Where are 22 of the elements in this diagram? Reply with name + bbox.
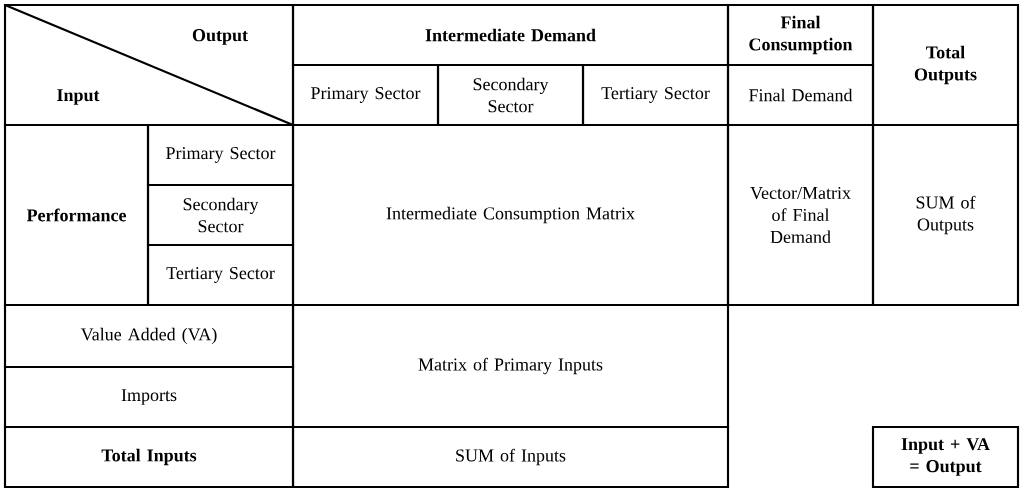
table-cell: Intermediate Consumption Matrix	[291, 123, 730, 307]
table-cell: Secondary Sector	[436, 63, 585, 127]
table-cell: Tertiary Sector	[581, 63, 730, 127]
table-cell: Intermediate Demand	[291, 3, 730, 67]
table-cell: Output	[192, 29, 248, 45]
table-cell: Secondary Sector	[146, 183, 295, 247]
table-cell: Performance	[3, 123, 150, 307]
table-cell: Input	[57, 89, 100, 105]
table-cell: SUM of Inputs	[291, 425, 730, 489]
table-cell: Primary Sector	[291, 63, 440, 127]
table-cell: Matrix of Primary Inputs	[291, 303, 730, 429]
table-cell: Total Outputs	[871, 3, 1020, 127]
table-cell: Total Inputs	[3, 425, 295, 489]
table-cell: Imports	[3, 365, 295, 429]
table-cell: Value Added (VA)	[3, 303, 295, 369]
table-cell: Final Consumption	[726, 3, 875, 67]
table-cell: Tertiary Sector	[146, 243, 295, 307]
table-cell: Vector/Matrix of Final Demand	[726, 123, 875, 307]
formula-box: Input + VA = Output	[871, 425, 1020, 489]
table-cell: SUM of Outputs	[871, 123, 1020, 307]
table-cell: Primary Sector	[146, 123, 295, 187]
table-cell: Final Demand	[726, 63, 875, 127]
